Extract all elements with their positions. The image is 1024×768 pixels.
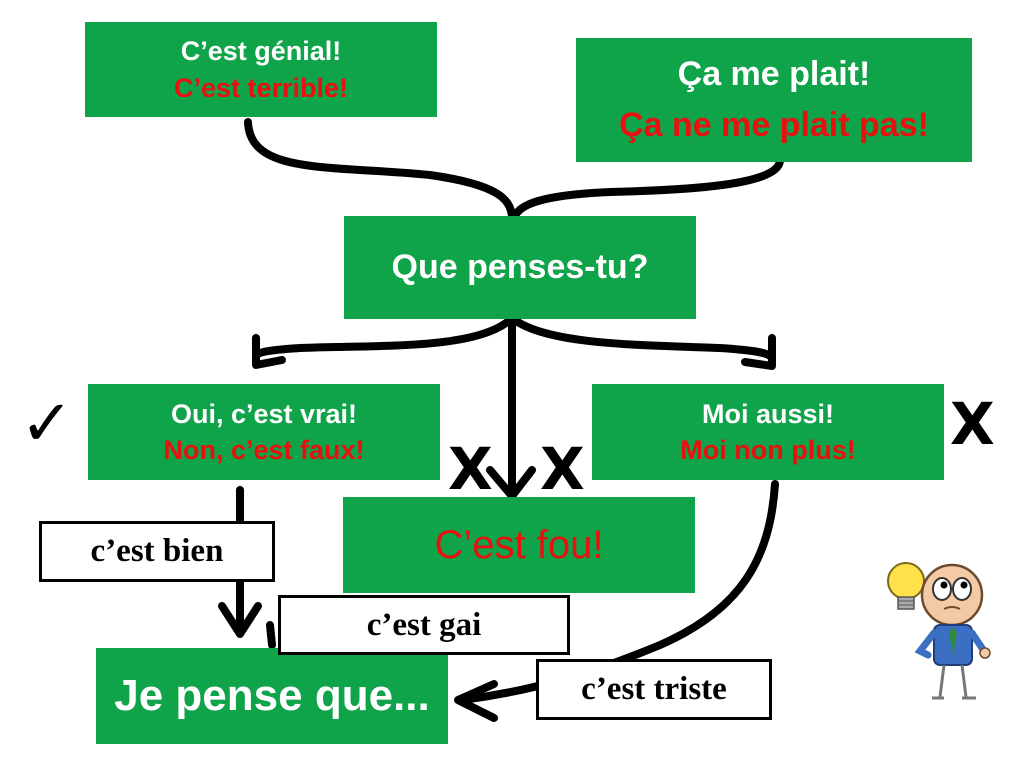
cross-mark-icon-left: X (448, 435, 493, 503)
cross-mark-icon-center: X (540, 435, 585, 503)
box-bottom: Je pense que... (96, 648, 448, 744)
top-left-positive: C’est génial! (180, 36, 342, 67)
box-top-right: Ça me plait! Ça ne me plait pas! (576, 38, 972, 162)
top-left-negative: C’est terrible! (173, 72, 349, 103)
label-cest-gai-text: c’est gai (366, 606, 482, 643)
connector-top-right (511, 156, 784, 220)
box-mid-right: Moi aussi! Moi non plus! (592, 384, 944, 480)
box-top-left: C’est génial! C’est terrible! (85, 22, 437, 117)
connector-center-right (508, 314, 774, 360)
mid-left-negative: Non, c’est faux! (163, 435, 365, 465)
arrow-right-curve (458, 480, 779, 704)
top-right-negative: Ça ne me plait pas! (619, 106, 929, 144)
mid-center-text: C’est fou! (434, 522, 604, 567)
mid-left-positive: Oui, c’est vrai! (170, 398, 358, 429)
label-cest-bien: c’est bien (39, 521, 275, 582)
box-mid-left: Oui, c’est vrai! Non, c’est faux! (88, 384, 440, 480)
box-center-question: Que penses-tu? (344, 216, 696, 319)
label-cest-gai: c’est gai (278, 595, 570, 655)
bottom-text: Je pense que... (114, 671, 430, 720)
cross-mark-icon-right: X (950, 390, 995, 458)
label-cest-triste: c’est triste (536, 659, 772, 720)
mid-right-negative: Moi non plus! (680, 435, 856, 465)
mid-right-positive: Moi aussi! (701, 398, 835, 429)
check-mark-icon: ✓ (20, 387, 74, 461)
label-cest-bien-text: c’est bien (90, 533, 224, 569)
label-cest-triste-text: c’est triste (581, 671, 727, 707)
center-question-text: Que penses-tu? (391, 248, 649, 286)
connector-center-left (252, 314, 516, 360)
thinking-person-lightbulb-icon (887, 562, 991, 700)
connector-top-left (244, 118, 516, 220)
top-right-positive: Ça me plait! (677, 55, 871, 93)
box-mid-center: C’est fou! (343, 497, 695, 593)
